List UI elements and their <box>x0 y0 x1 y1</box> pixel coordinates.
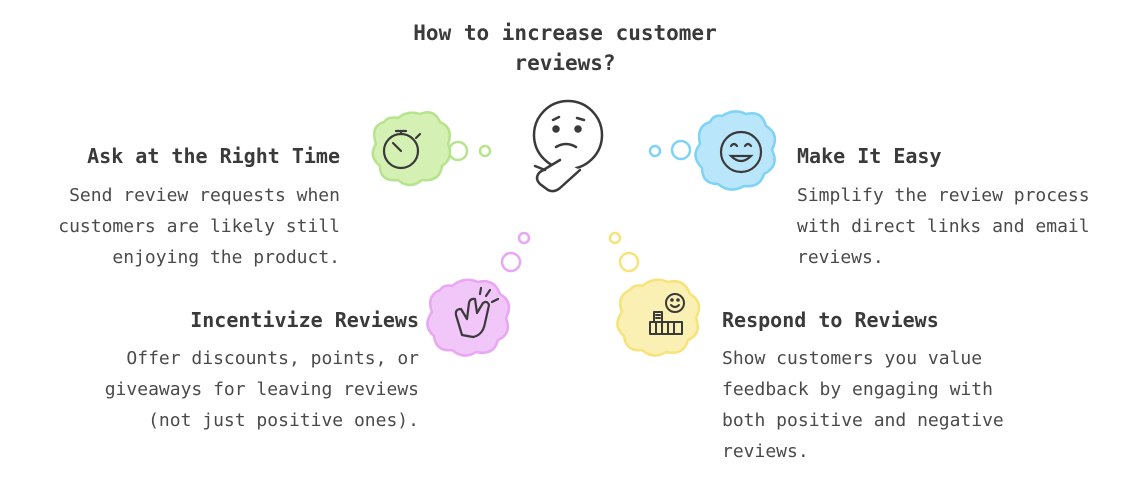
description-make-it-easy: Simplify the review process with direct … <box>797 185 1090 268</box>
description-incentivize-reviews: Offer discounts, points, or giveaways fo… <box>104 348 419 431</box>
heading-incentivize-reviews: Incentivize Reviews <box>190 308 419 332</box>
thinking-face-icon <box>532 99 604 193</box>
smiley-face-icon <box>719 130 763 174</box>
smiley-blob <box>694 110 777 191</box>
customer-feedback-icon <box>649 293 685 335</box>
heading-make-it-easy: Make It Easy <box>797 144 942 168</box>
stopwatch-icon <box>382 129 422 170</box>
clapping-hands-icon <box>454 286 500 339</box>
heading-ask-at-right-time: Ask at the Right Time <box>87 144 340 168</box>
clapping-blob <box>426 278 511 357</box>
description-ask-at-right-time: Send review requests when customers are … <box>58 185 340 268</box>
feedback-blob <box>616 278 701 357</box>
heading-respond-to-reviews: Respond to Reviews <box>722 308 939 332</box>
stopwatch-blob <box>371 111 452 187</box>
description-respond-to-reviews: Show customers you value feedback by eng… <box>722 348 1004 462</box>
diagram-title: How to increase customer reviews? <box>413 21 717 75</box>
